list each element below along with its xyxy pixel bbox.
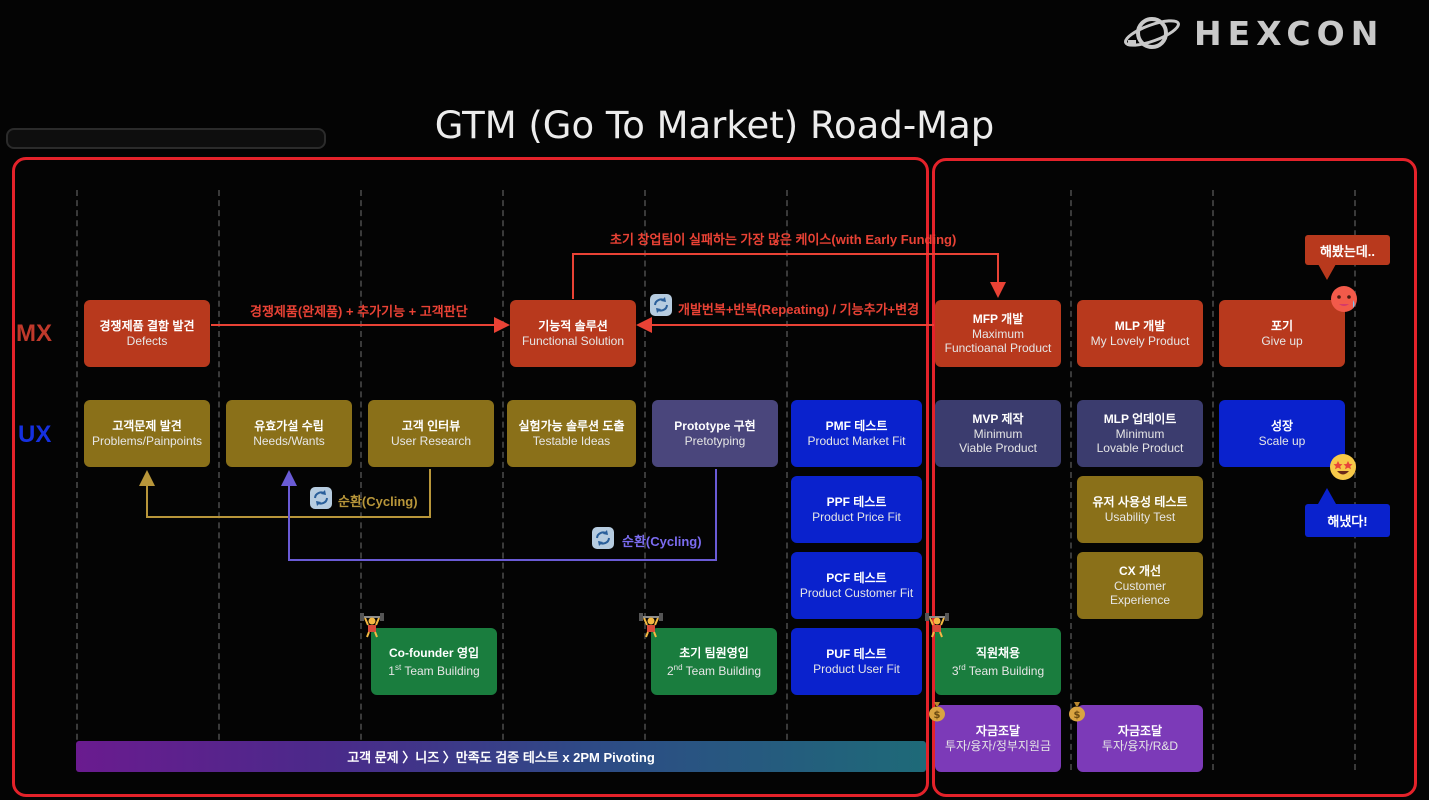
bubble-tail [1318,488,1336,504]
box-usability: 유저 사용성 테스트 Usability Test [1077,476,1203,543]
cycle-icon [650,294,672,316]
box-needs: 유효가설 수립 Needs/Wants [226,400,352,467]
star-struck-emoji-icon [1330,454,1356,480]
box-mvp: MVP 제작 Minimum Viable Product [935,400,1061,467]
arrow-label-top: 초기 창업팀이 실패하는 가장 많은 케이스(with Early Fundin… [610,232,957,247]
money-bag-icon: $ [1069,702,1085,722]
cycle-icon [310,487,332,509]
box-pmf: PMF 테스트 Product Market Fit [791,400,922,467]
box-scale-up: 성장 Scale up [1219,400,1345,467]
weightlifter-icon [360,613,384,638]
arrow-label-repeat: 개발번복+반복(Repeating) / 기능추가+변경 [678,302,920,317]
box-ppf: PPF 테스트 Product Price Fit [791,476,922,543]
planet-icon [1124,17,1180,49]
hexcon-logo: HEXCON [1122,8,1384,58]
svg-text:$: $ [934,710,941,721]
arrow-functional-to-mfp [572,253,1006,299]
arrow-label-cycle1: 순환(Cycling) [338,494,418,509]
box-cx: CX 개선 Customer Experience [1077,552,1203,619]
frame-left [12,157,929,797]
svg-text:$: $ [1074,710,1081,721]
box-mfp: MFP 개발 Maximum Functioanal Product [935,300,1061,367]
box-funding-1: 자금조달 투자/융자/정부지원금 [935,705,1061,772]
money-bag-icon: $ [929,702,945,722]
box-mlp: MLP 개발 My Lovely Product [1077,300,1203,367]
page-title: GTM (Go To Market) Road-Map [434,104,995,147]
pivoting-bar: 고객 문제 〉니즈 〉만족도 검증 테스트 x 2PM Pivoting [76,741,926,772]
box-prototype: Prototype 구현 Pretotyping [652,400,778,467]
weightlifter-icon [925,613,949,638]
bubble-tail [1318,264,1336,280]
box-functional-solution: 기능적 솔루션 Functional Solution [510,300,636,367]
grid-line [644,190,646,770]
box-user-research: 고객 인터뷰 User Research [368,400,494,467]
box-testable-ideas: 실험가능 솔루션 도출 Testable Ideas [507,400,636,467]
row-label-mx: MX [16,320,52,347]
cycle-icon [592,527,614,549]
box-problems: 고객문제 발견 Problems/Painpoints [84,400,210,467]
grid-line [1354,190,1356,770]
box-pcf: PCF 테스트 Product Customer Fit [791,552,922,619]
hot-face-emoji-icon [1331,286,1357,312]
box-puf: PUF 테스트 Product User Fit [791,628,922,695]
frame-right [932,158,1417,797]
logo-text: HEXCON [1194,13,1385,53]
grid-line [1212,190,1214,770]
arrow-label-defects: 경쟁제품(완제품) + 추가기능 + 고객판단 [250,304,468,319]
box-early-team: 초기 팀원영입 2nd Team Building [651,628,777,695]
box-funding-2: 자금조달 투자/융자/R&D [1077,705,1203,772]
box-cofounder: Co-founder 영입 1st Team Building [371,628,497,695]
grid-line [76,190,78,770]
box-mlp-update: MLP 업데이트 Minimum Lovable Product [1077,400,1203,467]
grid-line [1070,190,1072,770]
box-hiring: 직원채용 3rd Team Building [935,628,1061,695]
grid-line [360,190,362,770]
box-give-up: 포기 Give up [1219,300,1345,367]
arrow-cycle-prototype [281,469,717,561]
grid-line [502,190,504,770]
box-defects: 경쟁제품 결함 발견 Defects [84,300,210,367]
row-label-ux: UX [18,421,52,448]
grid-line [218,190,220,770]
bubble-done: 해냈다! [1305,504,1390,537]
bubble-tried: 해봤는데.. [1305,235,1390,265]
arrow-label-cycle2: 순환(Cycling) [622,534,702,549]
grid-line [786,190,788,770]
weightlifter-icon [639,613,663,638]
redacted-bar [6,128,326,149]
